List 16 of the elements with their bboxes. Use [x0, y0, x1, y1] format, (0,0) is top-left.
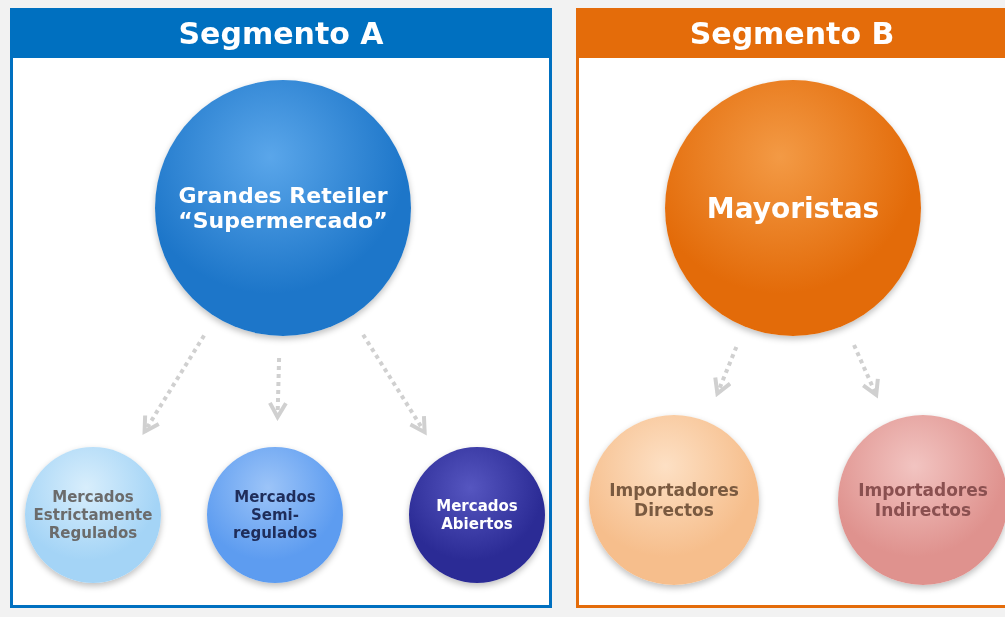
category-circle: Mayoristas — [665, 80, 921, 336]
panel-heading: Segmento A — [10, 8, 552, 58]
category-circle: Mercados Abiertos — [409, 447, 545, 583]
segment-panel — [576, 8, 1005, 608]
dotted-arrow — [852, 344, 880, 397]
dotted-arrow — [361, 333, 427, 435]
category-circle: Importadores Indirectos — [838, 415, 1005, 585]
dotted-arrow — [142, 334, 206, 434]
dotted-arrow — [267, 357, 288, 420]
category-circle: Grandes Reteiler “Supermercado” — [155, 80, 411, 336]
dotted-arrow — [713, 346, 739, 396]
category-circle: Importadores Directos — [589, 415, 759, 585]
segment-panel — [10, 8, 552, 608]
category-circle: Mercados Semi-regulados — [207, 447, 343, 583]
category-circle: Mercados Estrictamente Regulados — [25, 447, 161, 583]
panel-heading: Segmento B — [576, 8, 1005, 58]
